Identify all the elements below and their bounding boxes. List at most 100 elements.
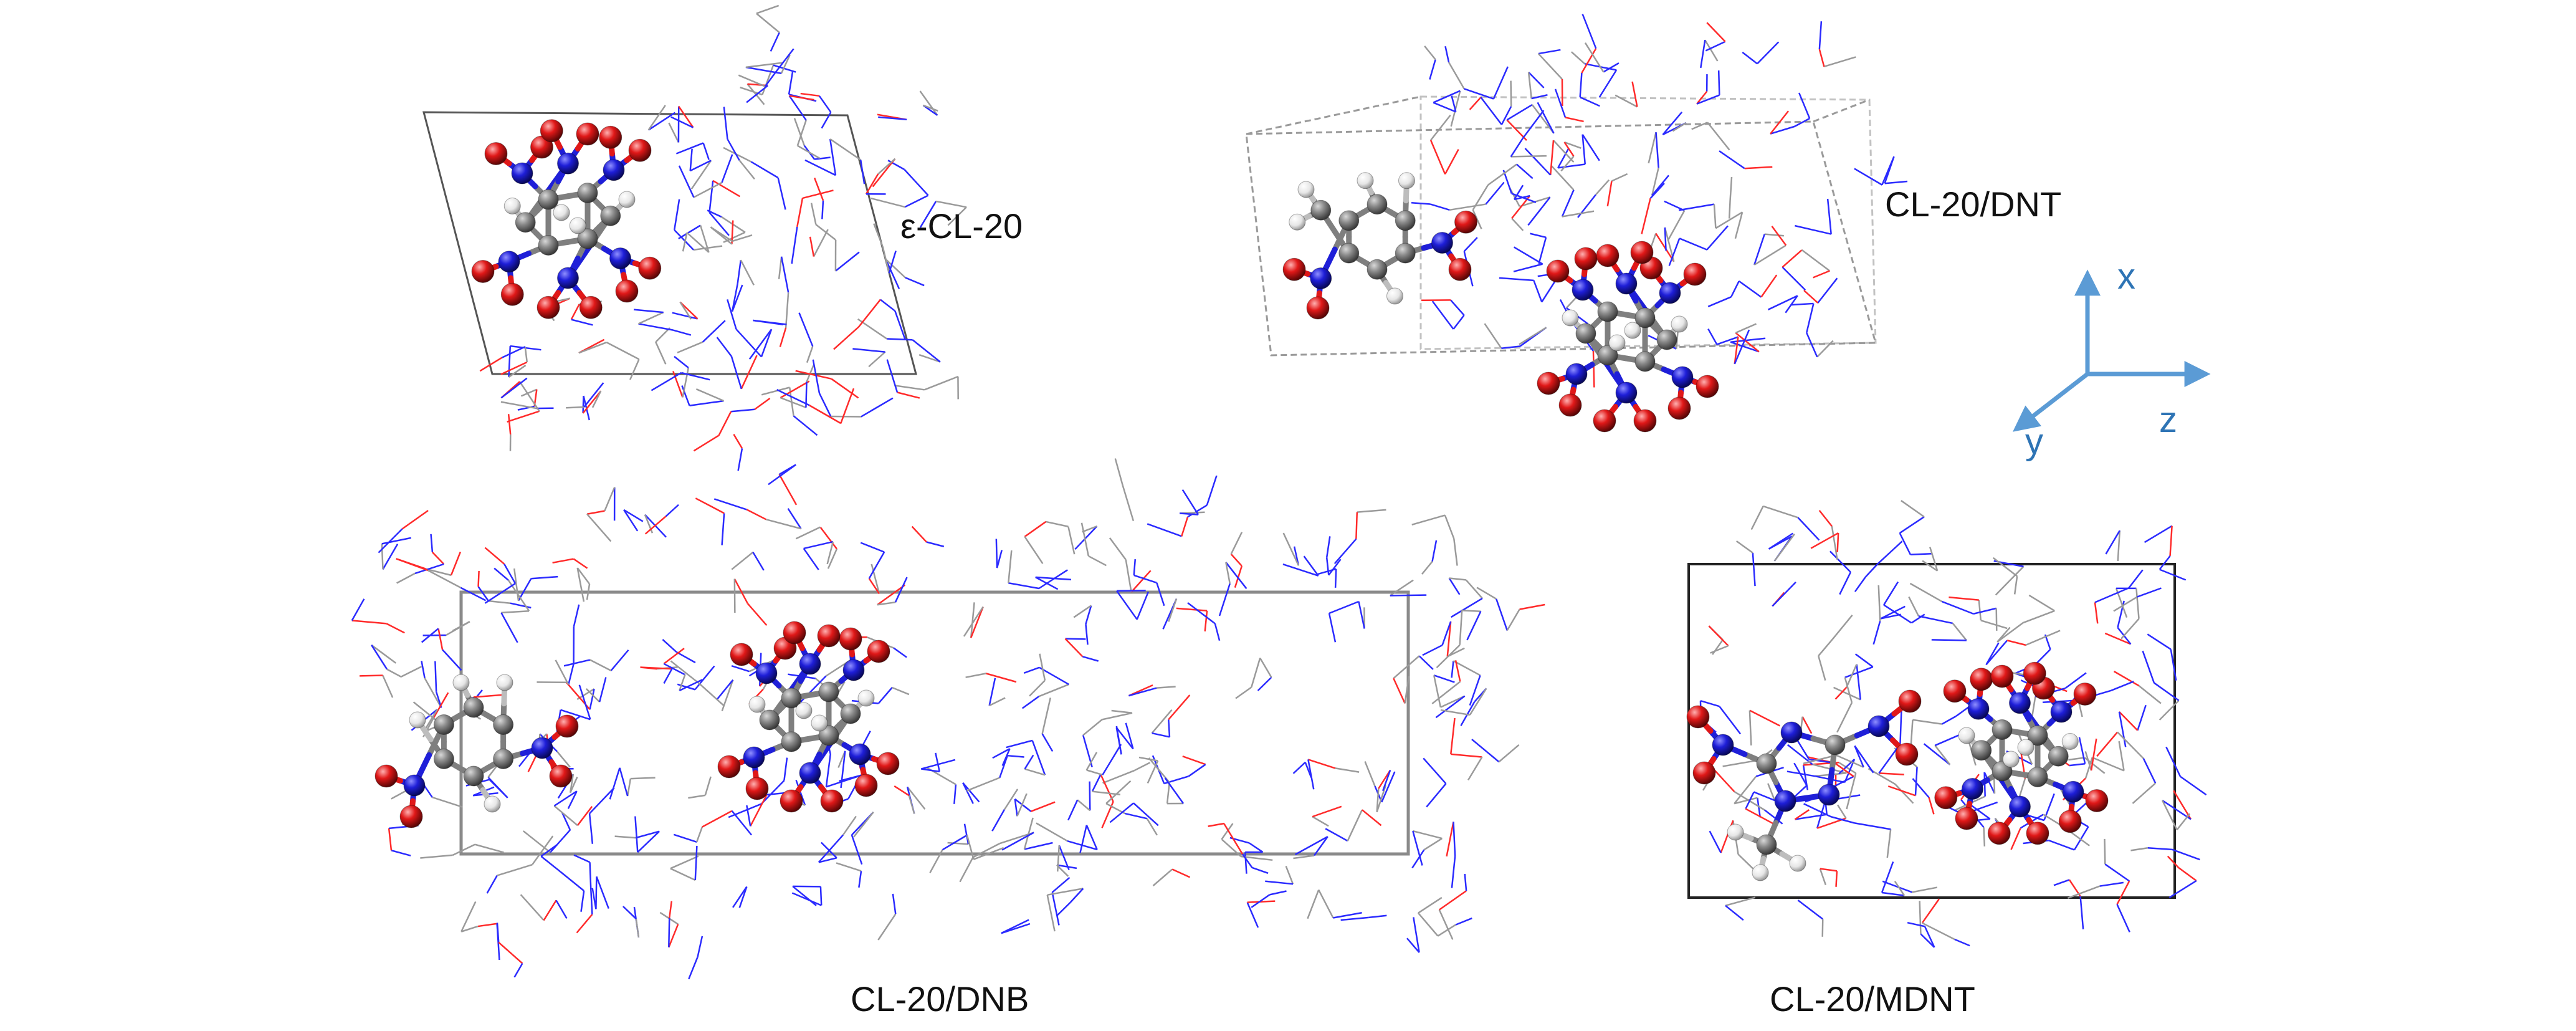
wire-bond: [2168, 880, 2197, 899]
wire-bond: [2084, 751, 2092, 771]
wire-bond: [989, 697, 1006, 707]
wire-bond: [648, 112, 676, 131]
wire-bond: [1664, 200, 1685, 211]
wire-bond: [679, 679, 703, 692]
wire-bond: [1742, 51, 1758, 65]
wire-bond: [821, 112, 832, 129]
wire-bond: [1801, 716, 1813, 734]
wire-bond: [1514, 185, 1524, 200]
wire-bond: [1412, 830, 1423, 866]
wire-bond: [1467, 756, 1483, 781]
wire-bond: [1023, 666, 1040, 674]
wire-bond: [835, 251, 860, 272]
wire-bond: [689, 148, 693, 171]
wire-bond: [1854, 653, 1874, 668]
wire-bond: [2137, 587, 2162, 598]
wire-bond: [1810, 532, 1839, 549]
wire-bond: [831, 378, 859, 399]
wire-bond: [1881, 861, 1894, 893]
wire-bond: [1854, 822, 1891, 830]
wire-bond: [788, 95, 807, 121]
wire-bond: [1760, 274, 1778, 298]
wire-bond: [1558, 163, 1585, 169]
wire-bond: [1834, 686, 1848, 700]
wire-bond: [1787, 744, 1813, 765]
wire-bond: [1235, 686, 1252, 699]
wire-bond: [1171, 868, 1191, 878]
wire-bond: [1454, 660, 1461, 682]
wire-bond: [2172, 848, 2200, 861]
wire-bond: [776, 389, 810, 406]
wire-bond: [996, 550, 1003, 568]
wire-bond: [1502, 170, 1513, 194]
wire-bond: [1411, 201, 1431, 205]
wire-bond: [672, 312, 698, 320]
wire-bond: [911, 525, 927, 543]
wire-bond: [1884, 180, 1908, 185]
wire-bond: [1880, 605, 1906, 620]
wire-bond: [1381, 771, 1396, 803]
atom-n: [849, 743, 871, 765]
wire-bond: [1818, 655, 1826, 681]
wire-bond: [442, 649, 462, 671]
wire-bond: [452, 621, 470, 632]
atom-o: [1448, 257, 1472, 281]
wire-bond: [1333, 538, 1357, 564]
wire-bond: [829, 138, 861, 161]
atom-h: [503, 198, 521, 214]
wire-bond: [877, 687, 893, 704]
wire-bond: [803, 548, 819, 570]
wire-bond: [1704, 39, 1719, 62]
wire-bond: [1745, 792, 1755, 810]
wire-bond: [1818, 638, 1833, 656]
x-axis-label: x: [2117, 256, 2135, 297]
wire-bond: [1435, 695, 1466, 719]
wire-bond: [1393, 655, 1420, 679]
wire-bond: [1952, 623, 1967, 641]
wire-bond: [1748, 710, 1752, 746]
wire-bond: [1181, 489, 1200, 516]
wire-bond: [1785, 295, 1798, 314]
wire-bond: [1246, 902, 1259, 928]
wire-bond: [688, 794, 705, 799]
wire-bond: [1537, 102, 1555, 134]
atom-o: [2085, 789, 2109, 812]
wire-bond: [789, 95, 814, 101]
atom-o: [1943, 679, 1967, 703]
wire-bond: [947, 842, 969, 845]
wire-bond: [748, 328, 773, 360]
wire-bond: [623, 509, 639, 532]
molecule-dnb: [374, 674, 579, 828]
atom-o: [783, 621, 806, 645]
wire-bond: [721, 154, 733, 183]
wire-bond: [401, 666, 422, 678]
wire-bond: [520, 894, 545, 921]
wire-bond: [1595, 179, 1610, 196]
wire-bond: [723, 146, 752, 163]
wire-bond: [1418, 896, 1443, 914]
wire-bond: [695, 497, 725, 514]
wire-bond: [401, 509, 429, 530]
wire-bond: [1439, 890, 1467, 911]
wire-bond: [623, 906, 637, 919]
wire-bond: [638, 323, 674, 331]
wire-bond: [420, 854, 453, 859]
wire-bond: [1806, 303, 1815, 333]
wire-bond: [699, 683, 724, 706]
atom-n: [1774, 790, 1796, 812]
atom-c: [1756, 834, 1777, 855]
wire-bond: [673, 833, 697, 843]
wire-bond: [2159, 699, 2180, 721]
wire-bond: [831, 415, 861, 418]
wire-bond: [907, 786, 926, 810]
wire-bond: [877, 158, 896, 175]
atom-c: [538, 189, 559, 210]
wire-bond: [2167, 855, 2180, 868]
wire-bond: [827, 549, 838, 569]
atom-o: [1574, 247, 1598, 271]
wire-bond: [1606, 181, 1613, 207]
wire-bond: [1109, 537, 1127, 560]
wire-bond: [2010, 827, 2021, 850]
wire-bond: [1393, 678, 1406, 704]
wire-bond: [1085, 825, 1098, 850]
